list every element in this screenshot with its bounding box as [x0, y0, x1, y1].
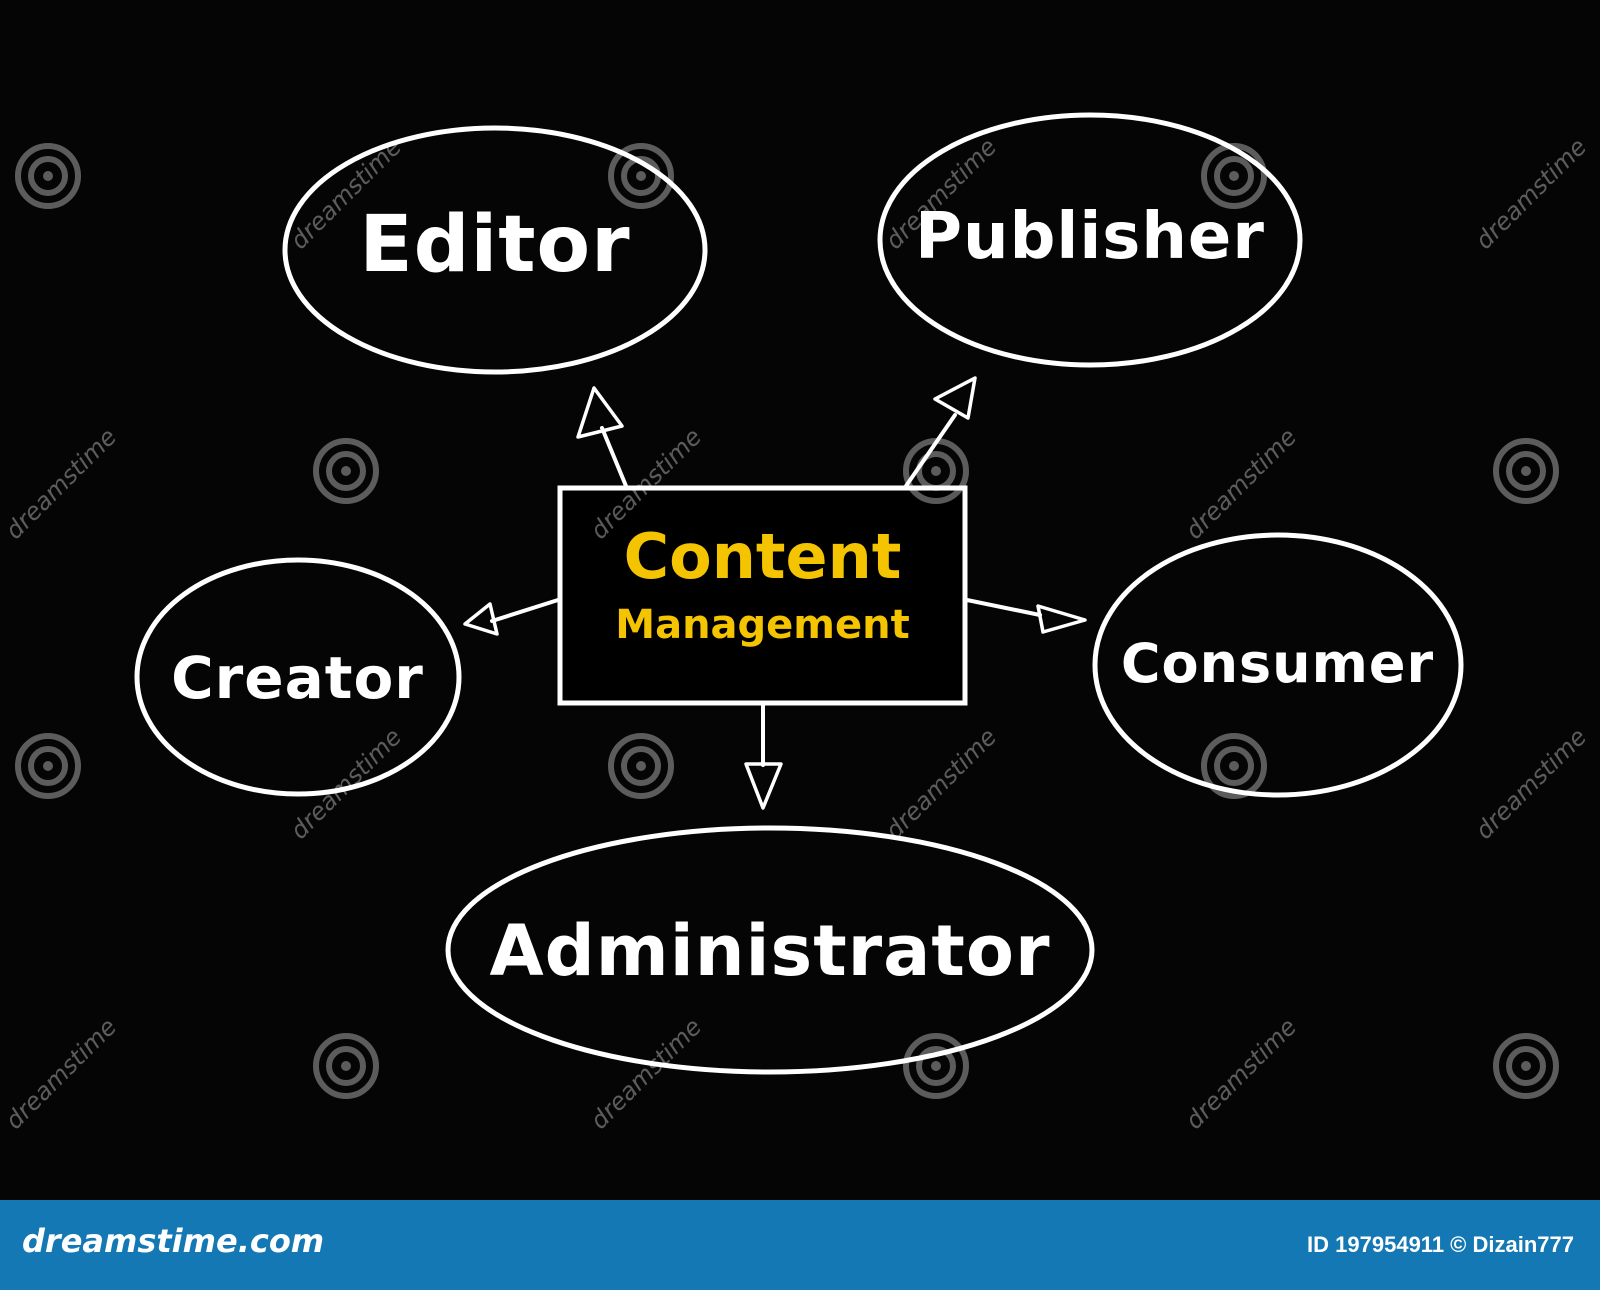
- spiral-logo-icon: [1201, 143, 1267, 209]
- arrowhead-editor: [576, 386, 624, 439]
- spiral-logo-icon: [15, 733, 81, 799]
- footer-credit: ID 197954911 © Dizain777: [1307, 1232, 1574, 1257]
- spiral-logo-icon: [313, 438, 379, 504]
- spiral-logo-icon: [15, 143, 81, 209]
- publisher-label: Publisher: [915, 200, 1265, 274]
- arrowhead-creator: [463, 602, 499, 636]
- spiral-logo-icon: [903, 1033, 969, 1099]
- spiral-logo-icon: [608, 733, 674, 799]
- arrowhead-consumer: [1036, 604, 1087, 634]
- creator-ellipse: [134, 557, 462, 797]
- footer-brand[interactable]: dreamstime.com: [22, 1222, 325, 1260]
- spiral-logo-icon: [903, 438, 969, 504]
- mind-map: [134, 112, 1464, 1075]
- spiral-logo-icon: [313, 1033, 379, 1099]
- center-title-line1: Content: [623, 520, 902, 593]
- connector-editor: [600, 426, 628, 488]
- center-title-line2: Management: [615, 602, 910, 648]
- connector-consumer: [965, 598, 1042, 617]
- arrowhead-publisher: [933, 376, 977, 420]
- connector-creator: [490, 598, 560, 623]
- spiral-logo-icon: [1493, 438, 1559, 504]
- center-box: [557, 485, 968, 706]
- editor-label: Editor: [359, 200, 631, 290]
- publisher-ellipse: [877, 112, 1303, 368]
- spiral-logo-icon: [1201, 733, 1267, 799]
- arrowhead-administrator: [744, 762, 783, 810]
- administrator-label: Administrator: [489, 910, 1051, 992]
- footer-bar: dreamstime.com ID 197954911 © Dizain777: [0, 1200, 1600, 1290]
- spiral-logo-icon: [608, 143, 674, 209]
- consumer-ellipse: [1092, 532, 1464, 798]
- connector-publisher: [904, 413, 957, 488]
- consumer-label: Consumer: [1120, 632, 1435, 695]
- administrator-ellipse: [445, 825, 1095, 1075]
- spiral-logo-icon: [1493, 1033, 1559, 1099]
- creator-label: Creator: [171, 644, 424, 712]
- editor-ellipse: [282, 125, 708, 375]
